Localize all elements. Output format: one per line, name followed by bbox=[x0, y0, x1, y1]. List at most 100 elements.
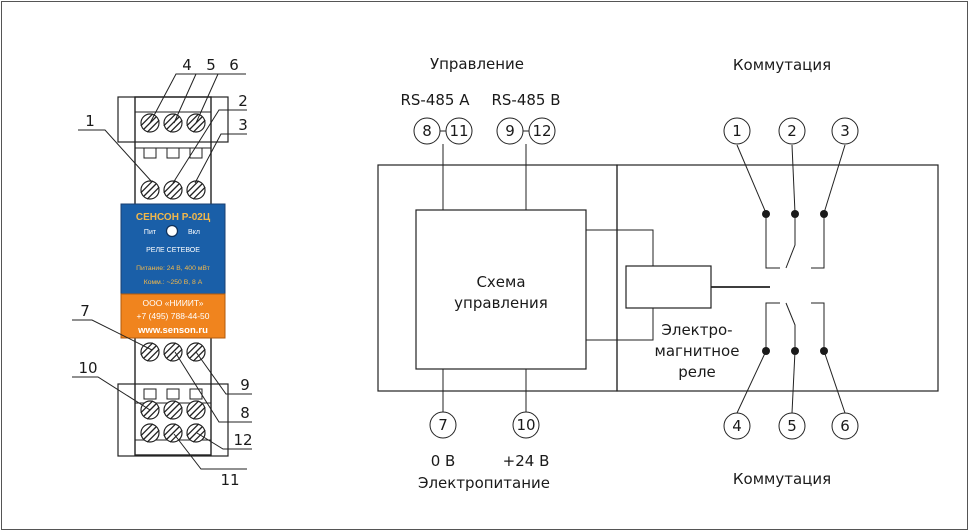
screw-slot bbox=[140, 180, 154, 194]
terminal-2: 2 bbox=[787, 122, 797, 140]
screw-slot bbox=[186, 113, 200, 127]
callout-7: 7 bbox=[80, 302, 90, 320]
screw-slot bbox=[169, 348, 183, 362]
screw-slot bbox=[163, 400, 177, 414]
screw-slot bbox=[166, 183, 180, 197]
screw-slot bbox=[146, 119, 160, 133]
relay-label-line3: реле bbox=[678, 363, 716, 381]
callout-12: 12 bbox=[233, 431, 252, 449]
control-block-line2: управления bbox=[454, 294, 548, 312]
callout-9: 9 bbox=[240, 376, 250, 394]
screw-slot bbox=[146, 348, 160, 362]
screw-slot bbox=[189, 426, 203, 440]
power-label: Электропитание bbox=[418, 474, 550, 492]
terminal-6: 6 bbox=[840, 417, 850, 435]
screw-slot bbox=[163, 423, 177, 437]
terminal-9: 9 bbox=[505, 122, 515, 140]
screw-slot bbox=[192, 348, 206, 362]
screw-slot bbox=[166, 116, 180, 130]
led-label-on: Вкл bbox=[188, 229, 200, 236]
commutation-bottom-label: Коммутация bbox=[733, 470, 831, 488]
device-type: РЕЛЕ СЕТЕВОЕ bbox=[146, 247, 200, 254]
rs485a-label: RS-485 A bbox=[400, 91, 470, 109]
terminal-4: 4 bbox=[732, 417, 742, 435]
screw-slot bbox=[163, 180, 177, 194]
blue-label-panel bbox=[120, 203, 226, 295]
screw-slot bbox=[192, 406, 206, 420]
screw-slot bbox=[166, 403, 180, 417]
bottom-slots bbox=[143, 388, 203, 400]
screw-slot bbox=[169, 119, 183, 133]
orange-label-panel bbox=[120, 293, 226, 339]
terminal-10: 10 bbox=[516, 416, 535, 434]
screw-slot bbox=[169, 186, 183, 200]
callout-4: 4 bbox=[182, 56, 192, 74]
screw-slot bbox=[186, 180, 200, 194]
screw-slot bbox=[186, 423, 200, 437]
screw-slot bbox=[189, 183, 203, 197]
rs485b-label: RS-485 B bbox=[491, 91, 560, 109]
callout-8: 8 bbox=[240, 404, 250, 422]
callout-5: 5 bbox=[206, 56, 216, 74]
control-block-line1: Схема bbox=[476, 273, 525, 291]
commutation-top-label: Коммутация bbox=[733, 56, 831, 74]
device-brand: СЕНСОН Р-02Ц bbox=[136, 212, 211, 223]
switch-spec: Комм.: ~250 В, 8 А bbox=[144, 279, 203, 286]
screw-slot bbox=[146, 429, 160, 443]
screw-slot bbox=[189, 403, 203, 417]
screw-slot bbox=[163, 113, 177, 127]
screw-slot bbox=[169, 406, 183, 420]
callout-6: 6 bbox=[229, 56, 239, 74]
terminal-5: 5 bbox=[787, 417, 797, 435]
device-bottom-clip bbox=[117, 383, 229, 457]
screw-slot bbox=[163, 342, 177, 356]
callout-2: 2 bbox=[238, 92, 248, 110]
screw-slot bbox=[166, 426, 180, 440]
terminal-3: 3 bbox=[840, 122, 850, 140]
plus24-label: +24 В bbox=[503, 452, 550, 470]
callout-1: 1 bbox=[85, 112, 95, 130]
screw-slot bbox=[143, 183, 157, 197]
callout-11: 11 bbox=[220, 471, 239, 489]
schematic: Управление RS-485 A RS-485 B Коммутация … bbox=[377, 55, 939, 492]
top-slots bbox=[143, 147, 203, 159]
screw-slot bbox=[143, 345, 157, 359]
terminal-7: 7 bbox=[438, 416, 448, 434]
indicator-led bbox=[165, 224, 179, 238]
terminal-8: 8 bbox=[422, 122, 432, 140]
schematic-wires bbox=[442, 144, 846, 414]
screw-slot bbox=[186, 400, 200, 414]
power-spec: Питание: 24 В, 400 мВт bbox=[136, 265, 210, 272]
company-name: ООО «НИИИТ» bbox=[143, 298, 204, 308]
relay-coil bbox=[625, 265, 712, 309]
screw-slot bbox=[192, 429, 206, 443]
relay-label-line2: магнитное bbox=[655, 342, 740, 360]
screw-slot bbox=[143, 426, 157, 440]
terminal-circles bbox=[413, 117, 859, 440]
screw-slot bbox=[140, 423, 154, 437]
terminal-11: 11 bbox=[449, 122, 468, 140]
zero-volt-label: 0 В bbox=[431, 452, 456, 470]
relay-label-line1: Электро- bbox=[661, 321, 732, 339]
screw-slot bbox=[186, 342, 200, 356]
led-label-power: Пит bbox=[144, 229, 157, 236]
company-website: www.senson.ru bbox=[137, 325, 208, 336]
terminal-1: 1 bbox=[732, 122, 742, 140]
switching-section-box bbox=[616, 164, 939, 392]
callout-10: 10 bbox=[78, 359, 97, 377]
screw-slot bbox=[140, 113, 154, 127]
callout-leaders bbox=[72, 73, 252, 470]
control-block bbox=[415, 209, 587, 370]
screw-slot bbox=[140, 400, 154, 414]
contact-dots bbox=[762, 210, 828, 355]
terminal-12: 12 bbox=[532, 122, 551, 140]
screw-slot bbox=[146, 186, 160, 200]
screw-slot bbox=[192, 119, 206, 133]
screw-slot bbox=[166, 345, 180, 359]
company-phone: +7 (495) 788-44-50 bbox=[136, 311, 209, 321]
screw-slot bbox=[192, 186, 206, 200]
control-label: Управление bbox=[430, 55, 524, 73]
screw-slot bbox=[146, 406, 160, 420]
